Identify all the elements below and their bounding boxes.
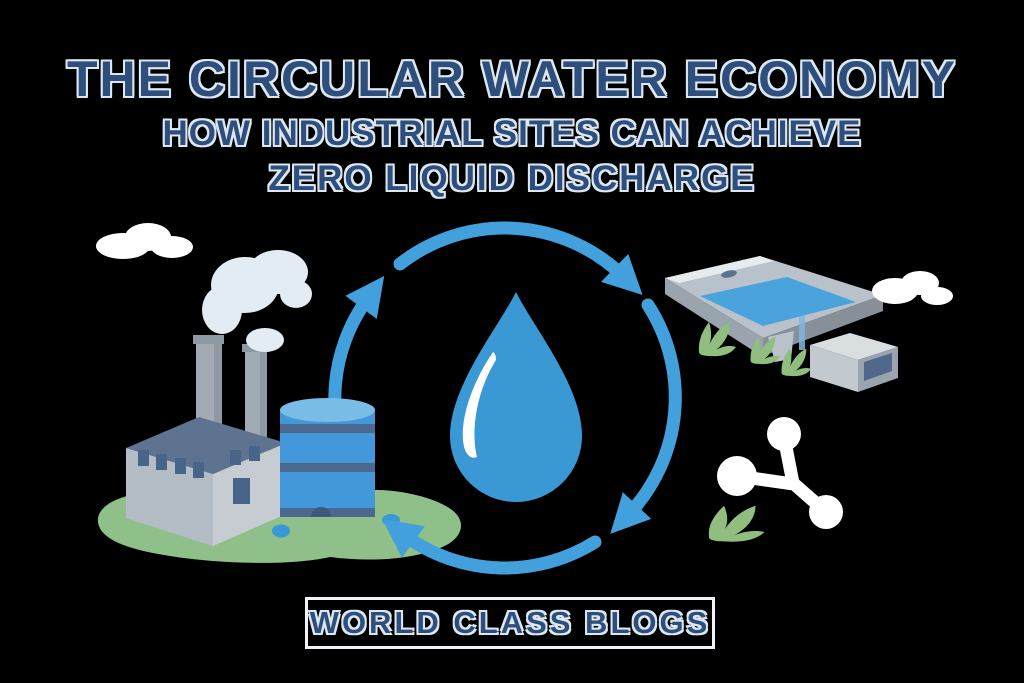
- subtitle-line-2: ZERO LIQUID DISCHARGE: [268, 159, 756, 198]
- cloud-icon: [96, 223, 953, 305]
- factory-icon: [126, 250, 312, 546]
- treatment-basin-icon: [665, 256, 883, 362]
- cycle-arrow-right-icon: [610, 298, 682, 534]
- droplet-icon: [272, 524, 290, 538]
- subtitle-line-1: HOW INDUSTRIAL SITES CAN ACHIEVE: [162, 114, 862, 153]
- equipment-box-icon: [810, 333, 898, 392]
- chimney-smoke-icon: [202, 250, 312, 352]
- droplet-icon: [382, 514, 400, 526]
- cycle-arrow-top-icon: [393, 221, 643, 295]
- badge-label: WORLD CLASS BLOGS: [309, 605, 711, 640]
- window-icon: [138, 446, 260, 478]
- drop-highlight: [462, 352, 496, 458]
- door-icon: [233, 478, 250, 504]
- page-title: THE CIRCULAR WATER ECONOMY: [67, 51, 957, 107]
- cycle-arrow-bottom-icon: [381, 518, 602, 575]
- water-drop-icon: [450, 292, 582, 502]
- basin-water: [700, 277, 856, 326]
- molecule-icon: [717, 417, 843, 529]
- publisher-badge: WORLD CLASS BLOGS: [305, 597, 715, 649]
- storage-tank-icon: [272, 398, 400, 538]
